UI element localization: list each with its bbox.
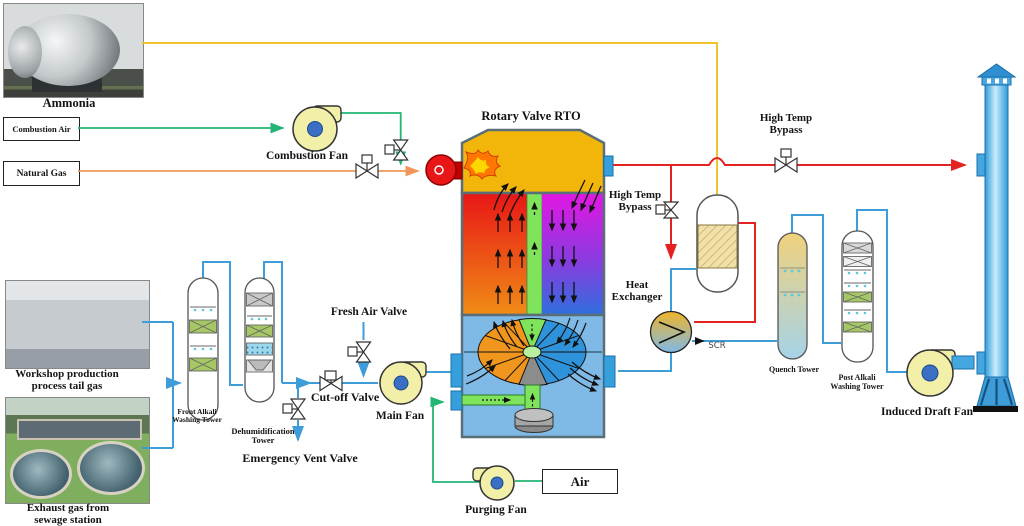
- purge-air-line: [430, 396, 542, 483]
- quench-tower-label: Quench Tower: [768, 365, 819, 374]
- cut-off-valve: [319, 370, 343, 392]
- main-fan: [379, 361, 427, 405]
- main-fan-label: Main Fan: [375, 410, 425, 422]
- stack-bypass-inlet-flange: [976, 153, 986, 177]
- emergency-vent-valve-label: Emergency Vent Valve: [242, 451, 358, 465]
- dehumidification-tower-label: Dehumidification Tower: [231, 426, 295, 446]
- induced-draft-fan-label: Induced Draft Fan: [880, 406, 973, 418]
- emergency-vent-valve: [282, 398, 307, 420]
- workshop-gas-label: Workshop production process tail gas: [15, 368, 119, 392]
- post-alkali-tower: [841, 230, 874, 363]
- combustion-fan-label: Combustion Fan: [265, 150, 349, 162]
- clarifier: [77, 441, 145, 495]
- sewage-station-photo: [5, 397, 150, 504]
- ammonia-label: Ammonia: [42, 96, 96, 110]
- rto-outlet-flange: [603, 155, 614, 177]
- scr-reactor: [696, 194, 739, 293]
- rto-bottom-outlet-flange: [603, 355, 616, 388]
- post-alkali-tower-label: Post Alkali Washing Tower: [830, 373, 884, 391]
- rto-title: Rotary Valve RTO: [481, 109, 581, 123]
- scr-label: SCR: [708, 341, 726, 351]
- workshop-photo: [5, 280, 150, 369]
- purging-fan: [472, 465, 515, 501]
- rto-purge-flange: [450, 390, 463, 411]
- combustion-fan: [292, 105, 342, 152]
- bed-flow-arrows: [493, 179, 602, 304]
- rto-vessel: [425, 128, 616, 439]
- heat-exchanger-label: Heat Exchanger: [611, 279, 663, 303]
- dehumidification-tower: [244, 277, 275, 403]
- exhaust-stack: [973, 63, 1018, 412]
- induced-draft-fan: [906, 349, 975, 397]
- high-temp-bypass-upper-label: High Temp Bypass: [759, 112, 813, 136]
- air-label: Air: [570, 473, 590, 489]
- high-temp-bypass-upper-valve: [774, 148, 798, 174]
- ammonia-tank-photo: [3, 3, 144, 98]
- combustion-air-label: Combustion Air: [12, 124, 71, 134]
- burner: [425, 154, 463, 186]
- natural-gas-valve: [355, 154, 379, 180]
- fresh-air-valve: [347, 341, 372, 363]
- cut-off-valve-label: Cut-off Valve: [310, 390, 380, 404]
- air-box: Air: [542, 469, 618, 494]
- natural-gas-box: Natural Gas: [3, 161, 80, 186]
- rto-inlet-flange: [450, 353, 463, 388]
- high-temp-bypass-lower-label: High Temp Bypass: [608, 189, 662, 213]
- aeration-basin: [17, 419, 142, 440]
- combustion-air-check-valve: [384, 139, 409, 161]
- wheel-pedestal: [514, 408, 554, 433]
- high-temp-bypass-lower-valve: [655, 201, 680, 219]
- fresh-air-valve-label: Fresh Air Valve: [330, 306, 408, 318]
- combustion-air-box: Combustion Air: [3, 117, 80, 141]
- clarifier: [10, 449, 72, 499]
- wheel-flow-arrows: [465, 317, 602, 392]
- sewage-gas-label: Exhaust gas from sewage station: [26, 502, 110, 526]
- flame-icon: [463, 148, 502, 180]
- natural-gas-label: Natural Gas: [16, 168, 67, 179]
- ammonia-line: [142, 42, 718, 195]
- quench-tower: [777, 232, 808, 360]
- stack-fan-inlet-flange: [976, 351, 986, 375]
- tank-dome: [8, 26, 42, 78]
- front-alkali-tower: [187, 277, 219, 421]
- heat-exchanger: [649, 310, 693, 354]
- front-alkali-tower-label: Front Alkali Washing Tower: [172, 407, 222, 425]
- purging-fan-label: Purging Fan: [465, 504, 527, 516]
